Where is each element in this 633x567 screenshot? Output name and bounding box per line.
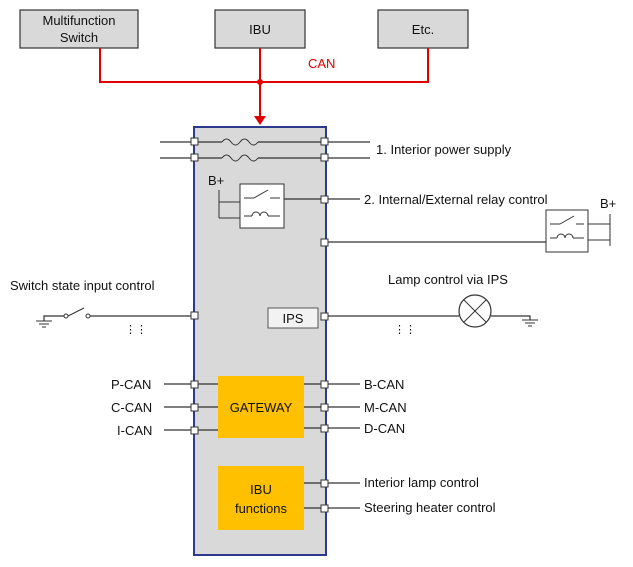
b-plus-external-label: B+ — [600, 196, 616, 211]
dots-lamp: ⋮⋮ — [394, 324, 416, 336]
switch-icon — [63, 307, 91, 319]
can-arrow-icon — [254, 116, 266, 125]
gateway-right-0: B-CAN — [364, 377, 404, 392]
gateway-left-1: C-CAN — [111, 400, 152, 415]
ips-lamp-circuit: IPS ⋮⋮ Lamp control via IPS — [267, 272, 538, 336]
ips-box — [267, 307, 319, 329]
gateway-left-0: P-CAN — [111, 377, 151, 392]
ibu-functions-line1: IBU — [250, 482, 272, 497]
lamp-ips-label: Lamp control via IPS — [388, 272, 508, 287]
ibu-top-block: IBU — [214, 9, 306, 49]
gateway-left-2: I-CAN — [117, 423, 152, 438]
ips-label: IPS — [283, 311, 304, 326]
interior-power-lines: 1. Interior power supply — [160, 137, 512, 162]
gateway-block: GATEWAY P-CAN C-CAN I-CAN B-CAN M-CAN D-… — [111, 376, 407, 438]
relay-control-label: 2. Internal/External relay control — [364, 192, 548, 207]
lamp-icon — [458, 294, 492, 328]
ground-icon — [522, 319, 538, 327]
multifunction-line1: Multifunction — [43, 13, 116, 28]
dots-switch: ⋮⋮ — [125, 324, 147, 336]
ibu-output-1: Steering heater control — [364, 500, 496, 515]
relay-icon — [239, 183, 285, 229]
ground-icon — [36, 320, 52, 328]
ibu-output-0: Interior lamp control — [364, 475, 479, 490]
ibu-functions-line2: functions — [235, 501, 288, 516]
etc-block: Etc. — [377, 9, 469, 49]
switch-input-circuit: Switch state input control ⋮⋮ — [10, 278, 199, 336]
can-bus: CAN — [99, 48, 429, 125]
interior-power-label: 1. Interior power supply — [376, 142, 512, 157]
gateway-right-1: M-CAN — [364, 400, 407, 415]
external-relay: B+ — [320, 196, 616, 253]
fuse-icon — [221, 154, 259, 162]
multifunction-switch-block: Multifunction Switch — [19, 9, 139, 49]
switch-input-label: Switch state input control — [10, 278, 155, 293]
multifunction-line2: Switch — [60, 30, 98, 45]
fuse-icon — [221, 138, 259, 146]
gateway-label: GATEWAY — [230, 400, 293, 415]
can-label: CAN — [308, 56, 335, 71]
etc-label: Etc. — [412, 22, 434, 37]
ibu-top-label: IBU — [249, 22, 271, 37]
relay-icon — [545, 209, 589, 253]
internal-relay: B+ 2. Internal/External relay control — [208, 173, 548, 229]
ibu-functions-block: IBU functions Interior lamp control Stee… — [218, 466, 496, 530]
b-plus-internal-label: B+ — [208, 173, 224, 188]
gateway-right-2: D-CAN — [364, 421, 405, 436]
